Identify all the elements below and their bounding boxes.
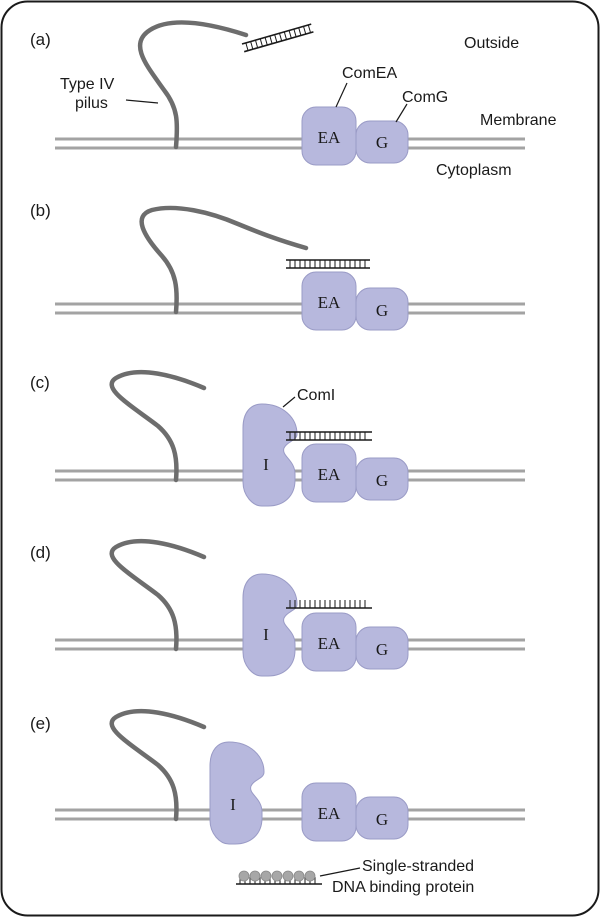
comi-protein (242, 403, 298, 507)
type-iv-pilus (109, 708, 207, 822)
membrane-label: Membrane (480, 112, 557, 129)
cytoplasm-label: Cytoplasm (436, 162, 512, 179)
ssb-leader (319, 867, 361, 877)
panel-label-d: (d) (30, 543, 51, 562)
panel-d: (d) I EA G (30, 538, 525, 677)
comea-protein-label: EA (318, 465, 341, 484)
dna-double-strand (241, 23, 314, 53)
comea-protein-label: EA (318, 128, 341, 147)
type-iv-pilus (137, 20, 249, 150)
pilus-leader (125, 99, 159, 104)
ssb-protein (293, 870, 305, 882)
comea-protein-label: EA (318, 804, 341, 823)
comg-leader (395, 103, 408, 123)
comi-leader (282, 396, 296, 408)
comg-protein-label: G (376, 810, 388, 829)
type-iv-pilus (109, 369, 207, 483)
ssb-protein (238, 870, 250, 882)
panel-label-c: (c) (30, 373, 50, 392)
comg-protein (355, 287, 409, 331)
comea-label: ComEA (342, 65, 397, 82)
comg-protein (355, 457, 409, 501)
comi-protein (242, 573, 298, 677)
ssb-protein (260, 870, 272, 882)
panel-e: (e) I EA G (30, 708, 525, 896)
panel-c: (c) I ComI EA G (30, 369, 525, 507)
comg-protein (355, 120, 409, 164)
panel-label-e: (e) (30, 714, 51, 733)
comg-label: ComG (402, 89, 448, 106)
comi-protein-label: I (263, 625, 269, 644)
ssb-protein (271, 870, 283, 882)
ssb-coated-dna (236, 870, 322, 885)
ssb-protein (249, 870, 261, 882)
comea-protein-label: EA (318, 634, 341, 653)
membrane (55, 137, 525, 150)
comi-protein-label: I (263, 455, 269, 474)
panel-label-b: (b) (30, 201, 51, 220)
pilus-label-line2: pilus (75, 95, 108, 112)
dna-double-strand (286, 259, 370, 269)
type-iv-pilus (109, 538, 207, 652)
comea-leader (335, 82, 348, 108)
comi-protein-label: I (230, 795, 236, 814)
panel-a: (a) Outside Membrane Cytoplasm Type IV p… (30, 20, 557, 179)
comg-protein-label: G (376, 640, 388, 659)
comg-protein-label: G (376, 133, 388, 152)
ssb-label-line2: DNA binding protein (332, 879, 474, 896)
panel-label-a: (a) (30, 30, 51, 49)
comi-label: ComI (297, 387, 335, 404)
comea-protein-label: EA (318, 293, 341, 312)
ssb-protein (304, 870, 316, 882)
panel-b: (b) EA G (30, 201, 525, 331)
comg-protein-label: G (376, 471, 388, 490)
pilus-label-line1: Type IV (60, 76, 115, 93)
dna-double-strand (286, 431, 372, 441)
ssb-protein (282, 870, 294, 882)
membrane (55, 808, 525, 821)
dna-single-strand (286, 600, 372, 609)
outside-label: Outside (464, 35, 519, 52)
comg-protein (355, 626, 409, 670)
comi-protein (209, 741, 265, 845)
membrane (55, 302, 525, 315)
type-iv-pilus (139, 205, 309, 315)
ssb-label-line1: Single-stranded (362, 858, 474, 875)
comg-protein-label: G (376, 301, 388, 320)
comg-protein (355, 796, 409, 840)
